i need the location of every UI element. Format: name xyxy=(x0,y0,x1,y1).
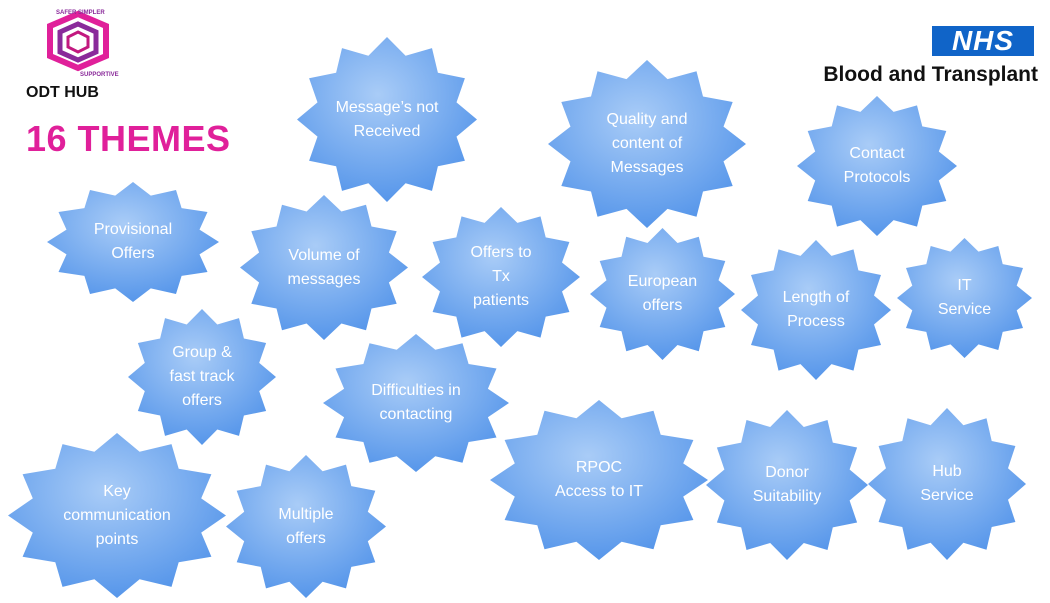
odt-hub-logo: SAFER SIMPLER SUPPORTIVE ODT HUB xyxy=(8,6,148,106)
starburst-icon xyxy=(490,400,708,560)
theme-label: Donor Suitability xyxy=(752,464,822,505)
theme-badge-volume-of-messages: Volume of messages xyxy=(240,195,408,340)
theme-badge-rpoc-access-to-it: RPOC Access to IT xyxy=(490,400,708,560)
starburst-icon xyxy=(297,37,477,202)
starburst-shape xyxy=(897,238,1032,358)
starburst-icon xyxy=(8,433,226,598)
theme-label: RPOC Access to IT xyxy=(554,459,644,500)
starburst-icon xyxy=(548,60,746,228)
logo-tag-right: SUPPORTIVE xyxy=(80,72,119,78)
starburst-shape xyxy=(226,455,386,598)
starburst-shape xyxy=(590,228,735,360)
theme-label: Provisional Offers xyxy=(93,221,173,262)
nhs-org-name: Blood and Transplant xyxy=(823,63,1038,86)
theme-badge-hub-service: Hub Service xyxy=(868,408,1026,560)
starburst-shape xyxy=(797,96,957,236)
theme-label: European offers xyxy=(627,273,698,314)
logo-label: ODT HUB xyxy=(26,84,99,101)
theme-badge-key-communication-points: Key communication points xyxy=(8,433,226,598)
nhs-badge: NHS xyxy=(932,26,1034,56)
theme-label: Quality and content of Messages xyxy=(606,111,688,176)
theme-badge-provisional-offers: Provisional Offers xyxy=(47,182,219,302)
starburst-shape xyxy=(128,309,276,445)
starburst-shape xyxy=(323,334,509,472)
logo-tag-top: SAFER SIMPLER xyxy=(56,10,105,16)
theme-label: Volume of messages xyxy=(287,246,361,288)
page-title: 16 THEMES xyxy=(26,118,231,159)
theme-badge-donor-suitability: Donor Suitability xyxy=(706,410,868,560)
starburst-shape xyxy=(47,182,219,302)
starburst-icon xyxy=(47,182,219,302)
starburst-shape xyxy=(706,410,868,560)
nhs-logo: NHS Blood and Transplant xyxy=(754,20,1044,90)
theme-badge-difficulties-in-contacting: Difficulties in contacting xyxy=(323,334,509,472)
starburst-icon xyxy=(226,455,386,598)
starburst-icon xyxy=(706,410,868,560)
theme-label: Hub Service xyxy=(920,463,974,504)
starburst-shape xyxy=(741,240,891,380)
theme-badge-multiple-offers: Multiple offers xyxy=(226,455,386,598)
theme-badge-offers-to-tx-patients: Offers to Tx patients xyxy=(422,207,580,347)
starburst-icon xyxy=(797,96,957,236)
theme-badge-quality-of-messages: Quality and content of Messages xyxy=(548,60,746,228)
starburst-shape xyxy=(240,195,408,340)
theme-label: Message’s not Received xyxy=(335,98,439,140)
starburst-shape xyxy=(868,408,1026,560)
starburst-icon xyxy=(240,195,408,340)
theme-badge-length-of-process: Length of Process xyxy=(741,240,891,380)
theme-label: Key communication points xyxy=(63,482,171,548)
starburst-icon xyxy=(741,240,891,380)
theme-label: Length of Process xyxy=(782,289,850,330)
theme-badge-contact-protocols: Contact Protocols xyxy=(797,96,957,236)
theme-label: IT Service xyxy=(937,277,992,318)
theme-badge-it-service: IT Service xyxy=(897,238,1032,358)
starburst-icon xyxy=(128,309,276,445)
theme-label: Multiple offers xyxy=(278,505,334,547)
theme-badge-group-fast-track-offers: Group & fast track offers xyxy=(128,309,276,445)
theme-label: Contact Protocols xyxy=(843,145,911,186)
starburst-icon xyxy=(868,408,1026,560)
theme-label: Offers to Tx patients xyxy=(470,244,532,309)
starburst-shape xyxy=(8,433,226,598)
theme-badge-european-offers: European offers xyxy=(590,228,735,360)
starburst-icon xyxy=(590,228,735,360)
starburst-icon xyxy=(323,334,509,472)
starburst-shape xyxy=(297,37,477,202)
theme-badge-messages-not-received: Message’s not Received xyxy=(297,37,477,202)
theme-label: Difficulties in contacting xyxy=(371,382,461,423)
starburst-icon xyxy=(422,207,580,347)
theme-label: Group & fast track offers xyxy=(169,344,235,409)
odt-hub-emblem-icon: SAFER SIMPLER SUPPORTIVE xyxy=(47,10,119,78)
starburst-icon xyxy=(897,238,1032,358)
starburst-shape xyxy=(422,207,580,347)
starburst-shape xyxy=(490,400,708,560)
starburst-shape xyxy=(548,60,746,228)
